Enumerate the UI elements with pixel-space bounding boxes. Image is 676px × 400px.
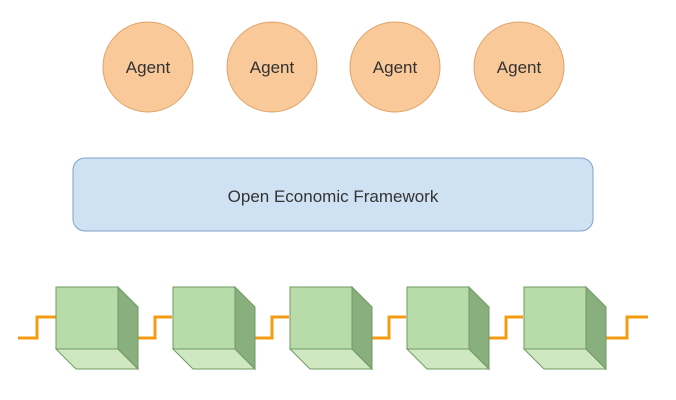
- block-front-face: [523, 286, 587, 350]
- agent-label: Agent: [250, 58, 295, 77]
- block-cube[interactable]: [522, 285, 608, 371]
- chain-link: [255, 315, 289, 340]
- chain-link: [372, 315, 406, 340]
- chain-links: [18, 315, 648, 340]
- agent-circle: [349, 21, 441, 113]
- block-cube[interactable]: [54, 285, 140, 371]
- block-front-face: [172, 286, 236, 350]
- agent-node[interactable]: Agent: [349, 21, 441, 113]
- agent-node[interactable]: Agent: [473, 21, 565, 113]
- block-cube[interactable]: [405, 285, 491, 371]
- block-cube[interactable]: [171, 285, 257, 371]
- agents-row: Agent Agent Agent Agent: [102, 21, 565, 113]
- block-cube[interactable]: [288, 285, 374, 371]
- chain-link: [18, 315, 56, 340]
- agent-circle: [473, 21, 565, 113]
- agent-node[interactable]: Agent: [102, 21, 194, 113]
- agent-circle: [102, 21, 194, 113]
- agent-circle: [226, 21, 318, 113]
- framework-box[interactable]: Open Economic Framework: [72, 157, 594, 232]
- blocks-row: [54, 285, 608, 371]
- framework-label: Open Economic Framework: [228, 187, 439, 206]
- agent-label: Agent: [497, 58, 542, 77]
- agent-node[interactable]: Agent: [226, 21, 318, 113]
- block-front-face: [406, 286, 470, 350]
- agent-label: Agent: [126, 58, 171, 77]
- chain-link: [489, 315, 523, 340]
- chain-link: [606, 315, 648, 340]
- agent-label: Agent: [373, 58, 418, 77]
- block-front-face: [289, 286, 353, 350]
- framework-rect: [72, 157, 594, 232]
- chain-link: [138, 315, 172, 340]
- block-front-face: [55, 286, 119, 350]
